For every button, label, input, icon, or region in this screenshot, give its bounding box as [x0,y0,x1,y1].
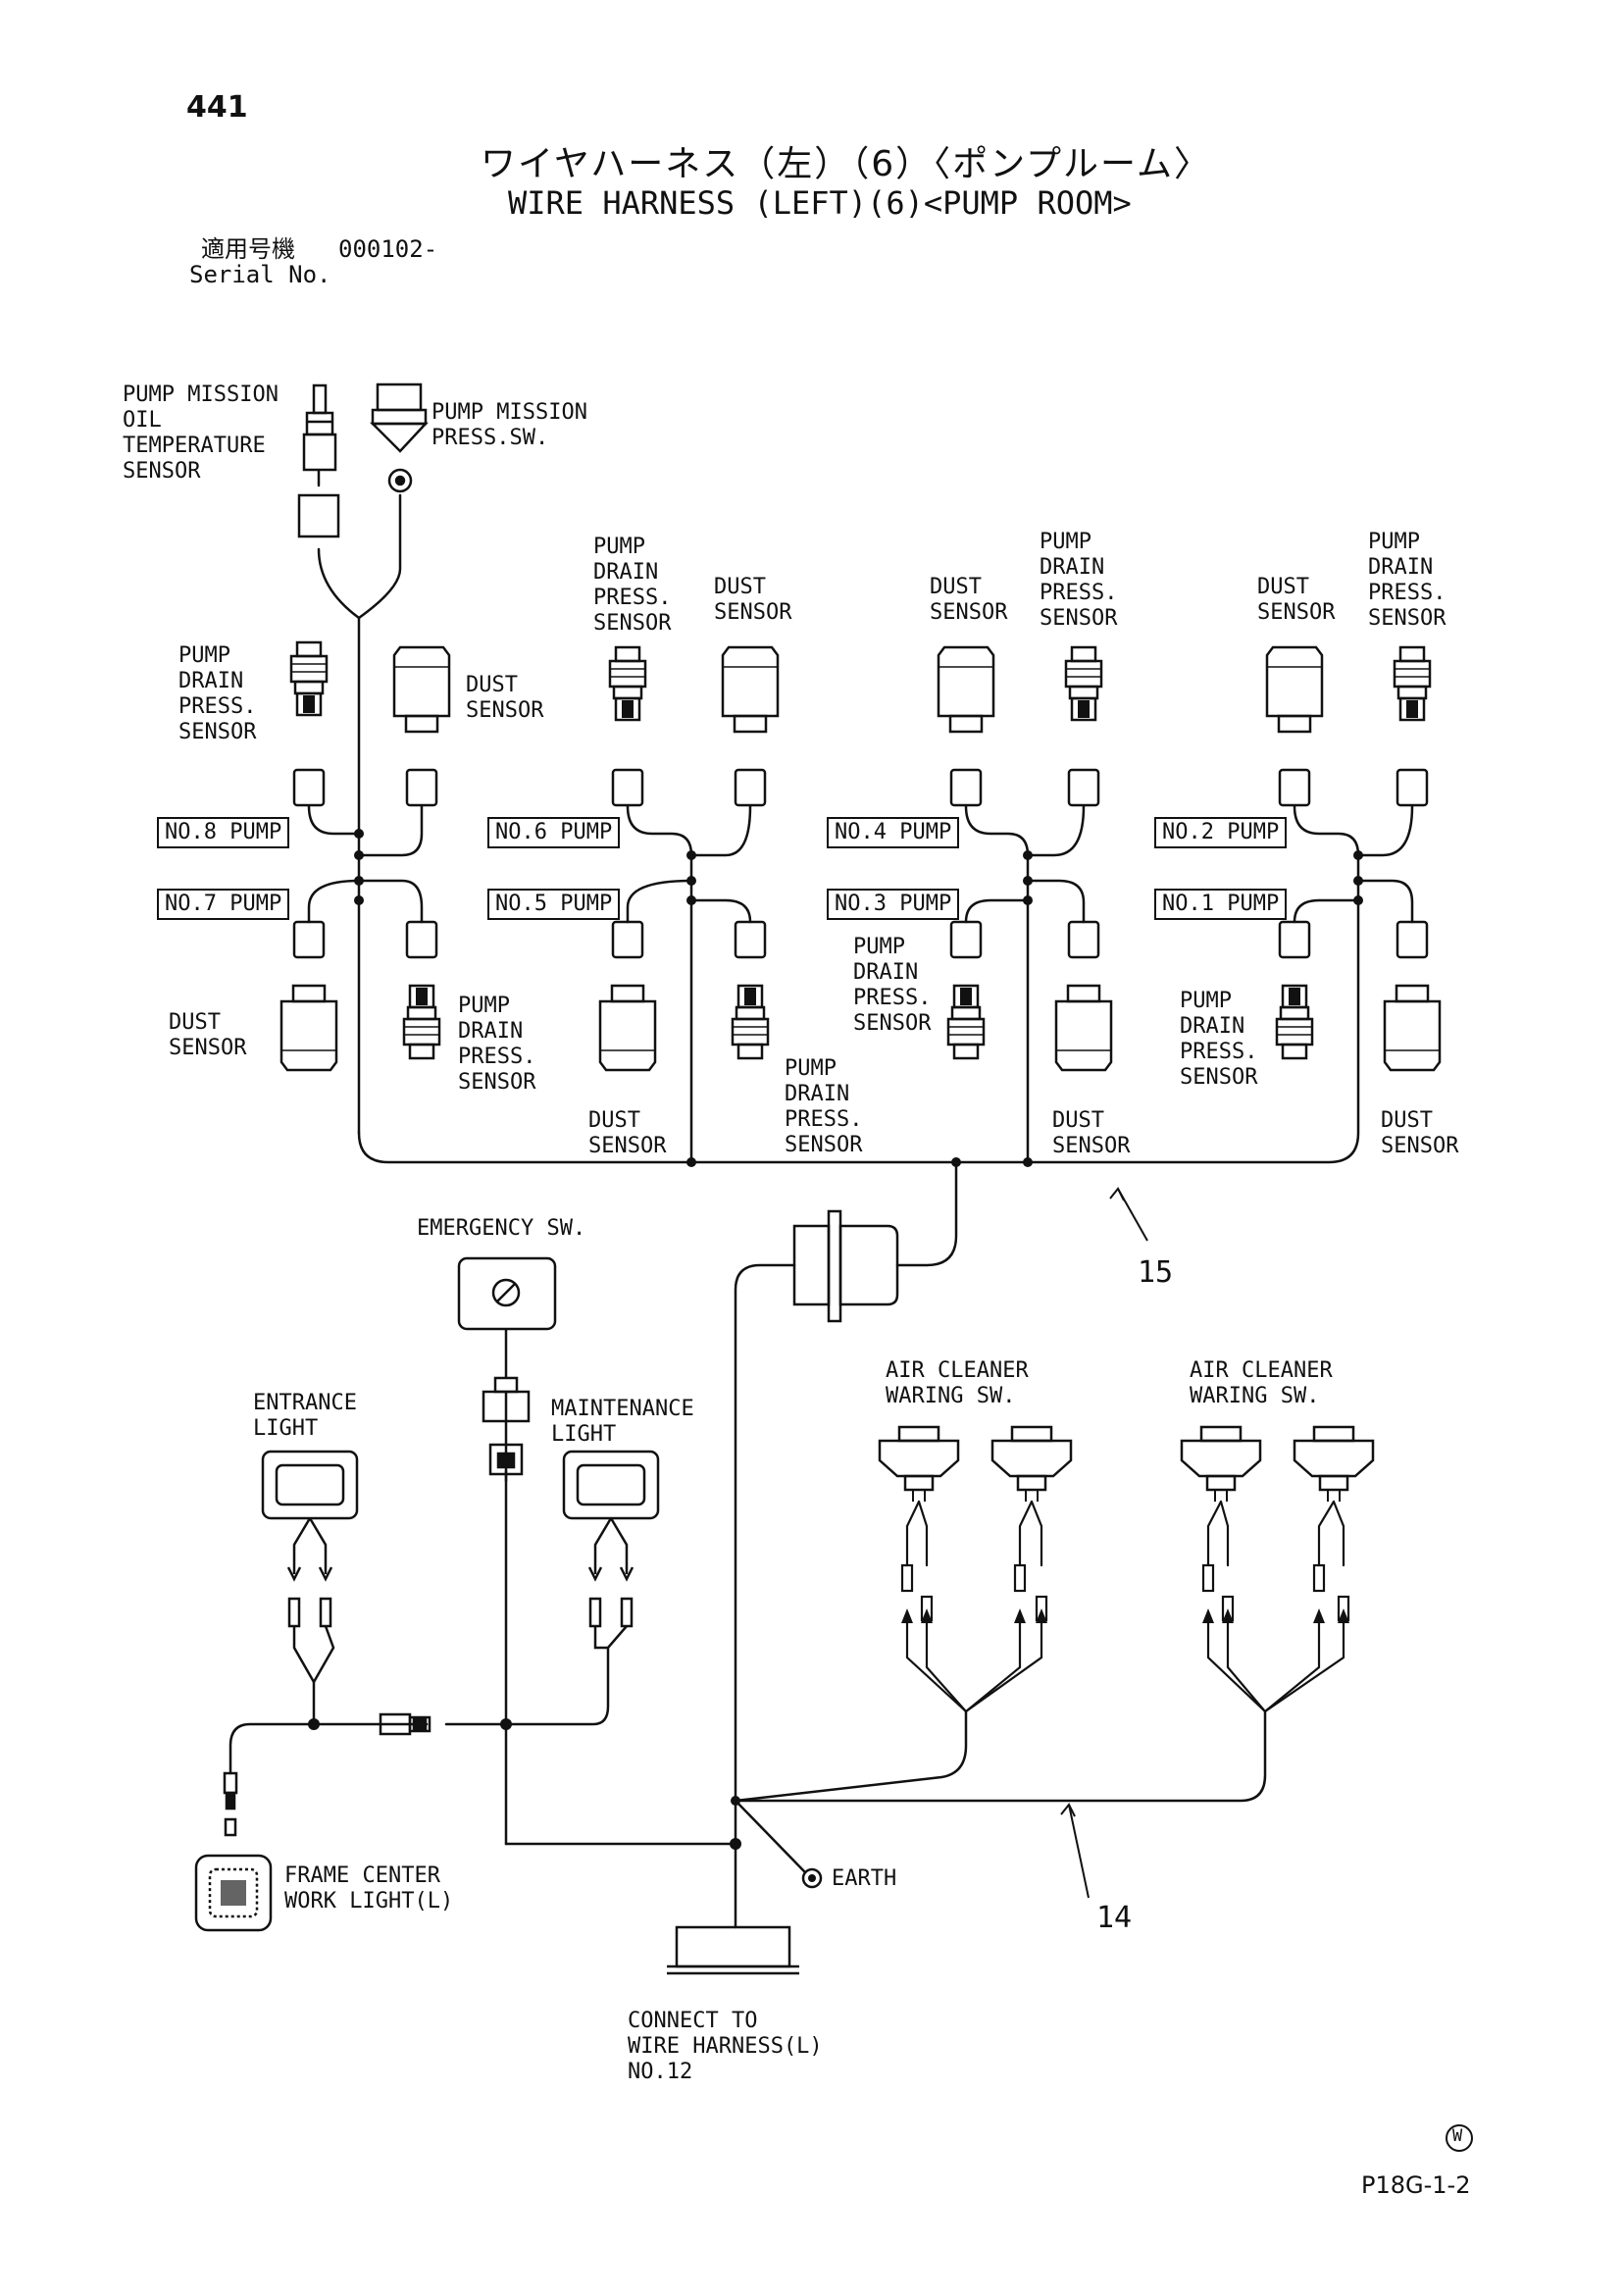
footer-code: P18G-1-2 [1361,2171,1471,2199]
no3-drain-sensor [946,984,986,1060]
no3-dust-connector [1067,920,1100,959]
footer-mark-letter: W [1452,2126,1463,2146]
no4-dust-sensor [937,645,995,734]
no7-drain-label: PUMP DRAIN PRESS. SENSOR [458,994,536,1095]
no3-drain-label: PUMP DRAIN PRESS. SENSOR [853,935,932,1036]
no1-drain-sensor [1275,984,1314,1060]
no6-dust-connector [734,768,767,807]
pump-label-no3: NO.3 PUMP [827,889,960,920]
no1-dust-connector [1396,920,1429,959]
maintenance-light [562,1450,660,1650]
no5-drain-sensor [731,984,770,1060]
air-cleaner-wiring [900,1500,1350,1713]
mission-oil-temp-label: PUMP MISSION OIL TEMPERATURE SENSOR [123,383,279,484]
no1-drain-connector [1278,920,1311,959]
mission-oil-temperature-sensor [297,383,340,538]
emergency-switch-label: EMERGENCY SW. [417,1216,586,1241]
no8-dust-sensor [392,645,451,734]
no2-drain-sensor [1393,645,1432,722]
pump-label-no8: NO.8 PUMP [157,817,290,848]
no3-drain-connector [949,920,983,959]
no1-dust-label: DUST SENSOR [1381,1108,1459,1158]
no7-drain-sensor [402,984,441,1060]
no1-dust-sensor [1383,984,1442,1072]
no8-drain-connector [292,768,326,807]
connect-to-harness-connector [667,1925,799,1975]
no5-dust-connector [611,920,644,959]
callout-harness-14: 14 [1096,1901,1133,1935]
air-cleaner-switches [878,1425,1375,1504]
page-number: 441 [186,90,248,125]
harness-15-wiring [307,469,1414,1267]
pump-label-no2: NO.2 PUMP [1154,817,1288,848]
no4-drain-connector [1067,768,1100,807]
no2-dust-connector [1278,768,1311,807]
no6-dust-label: DUST SENSOR [714,575,792,625]
no5-dust-sensor [598,984,657,1072]
no8-dust-connector [405,768,438,807]
serial-label-jp: 適用号機 [201,235,295,263]
no7-dust-label: DUST SENSOR [169,1010,247,1060]
no2-dust-sensor [1265,645,1324,734]
earth-label: EARTH [832,1866,897,1891]
air-cleaner-arrows [901,1608,1349,1623]
frame-light-label: FRAME CENTER WORK LIGHT(L) [284,1863,454,1913]
no6-drain-sensor [608,645,647,722]
no5-dust-label: DUST SENSOR [588,1108,667,1158]
no3-dust-sensor [1054,984,1113,1072]
pump-label-no4: NO.4 PUMP [827,817,960,848]
entrance-light [261,1450,359,1685]
no5-drain-connector [734,920,767,959]
harness-14-wiring [228,1263,1267,1929]
emergency-switch [457,1256,557,1476]
air-cleaner-label-1: AIR CLEANER WARING SW. [886,1358,1029,1408]
no4-dust-label: DUST SENSOR [930,575,1008,625]
no2-dust-label: DUST SENSOR [1257,575,1336,625]
no7-dust-sensor [279,984,338,1072]
serial-value: 000102- [338,235,438,263]
connect-to-label: CONNECT TO WIRE HARNESS(L) NO.12 [628,2009,823,2084]
no4-drain-label: PUMP DRAIN PRESS. SENSOR [1040,530,1118,631]
no8-drain-label: PUMP DRAIN PRESS. SENSOR [178,643,257,744]
no8-drain-sensor [289,640,329,717]
harness-14-junctions [308,1718,741,1850]
no4-dust-connector [949,768,983,807]
no7-drain-connector [405,920,438,959]
no7-dust-connector [292,920,326,959]
frame-center-work-light [194,1771,273,1932]
pump-label-no1: NO.1 PUMP [1154,889,1288,920]
harness-15-junctions [354,829,1363,1167]
no6-drain-label: PUMP DRAIN PRESS. SENSOR [593,535,672,636]
no4-drain-sensor [1064,645,1103,722]
mission-press-switch [369,383,429,493]
main-connector [792,1209,899,1323]
no1-drain-label: PUMP DRAIN PRESS. SENSOR [1180,989,1258,1090]
pump-label-no6: NO.6 PUMP [487,817,621,848]
no5-drain-label: PUMP DRAIN PRESS. SENSOR [785,1056,863,1157]
no2-drain-connector [1396,768,1429,807]
title-japanese: ワイヤハーネス（左）（6）〈ポンプルーム〉 [481,144,1211,184]
leader-lines [1054,1187,1148,1899]
mission-press-label: PUMP MISSION PRESS.SW. [431,400,587,450]
earth-terminal [801,1867,823,1889]
no6-dust-sensor [721,645,780,734]
footer-circle-mark [1446,2124,1473,2152]
maintenance-light-label: MAINTENANCE LIGHT [551,1397,694,1447]
pump-label-no5: NO.5 PUMP [487,889,621,920]
no6-drain-connector [611,768,644,807]
air-cleaner-label-2: AIR CLEANER WARING SW. [1190,1358,1333,1408]
no3-dust-label: DUST SENSOR [1052,1108,1131,1158]
no2-drain-label: PUMP DRAIN PRESS. SENSOR [1368,530,1446,631]
serial-label-en: Serial No. [189,261,331,288]
title-english: WIRE HARNESS (LEFT)(6)<PUMP ROOM> [508,184,1132,222]
entrance-light-label: ENTRANCE LIGHT [253,1391,357,1441]
no8-dust-label: DUST SENSOR [466,673,544,723]
pump-label-no7: NO.7 PUMP [157,889,290,920]
callout-harness-15: 15 [1138,1255,1174,1290]
inline-connector [379,1712,431,1736]
